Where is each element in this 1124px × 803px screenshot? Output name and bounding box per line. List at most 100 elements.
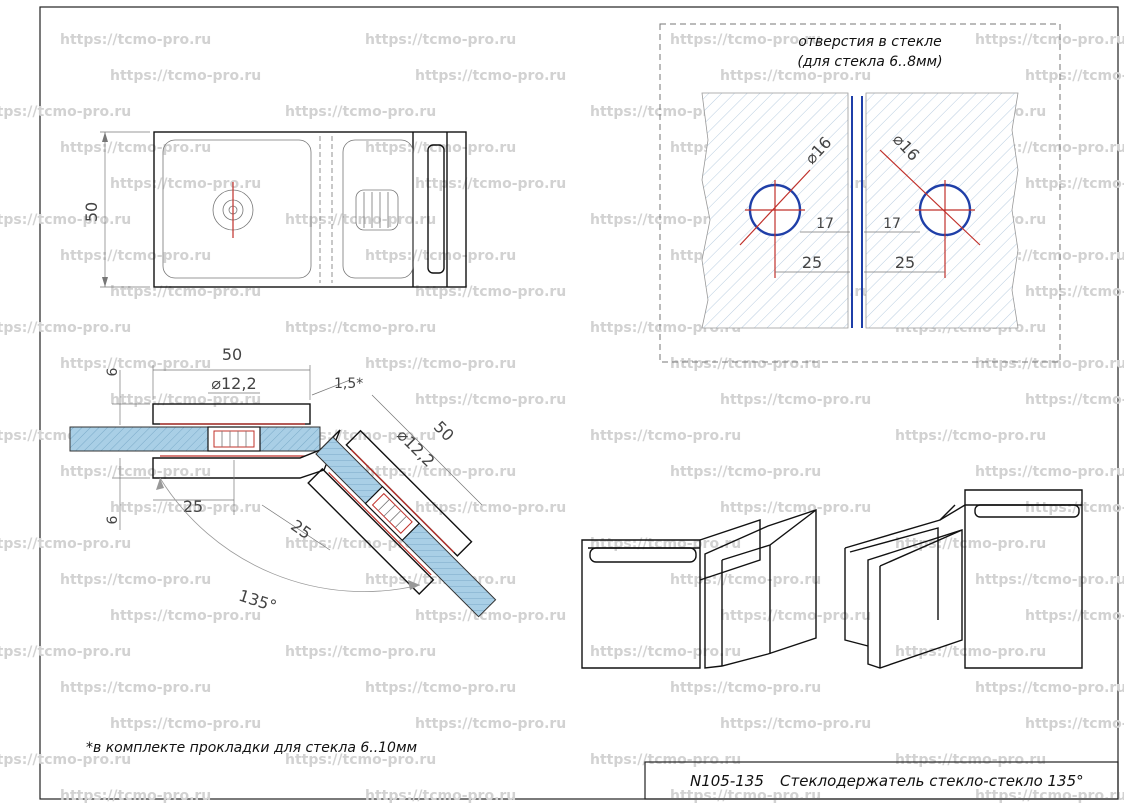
watermark-text: https://tcmo-pro.ru — [975, 680, 1124, 696]
left-offset-17: 17 — [816, 216, 834, 232]
watermark-text: https://tcmo-pro.ru — [365, 464, 516, 480]
watermark-text: https://tcmo-pro.ru — [720, 68, 871, 84]
watermark-text: https://tcmo-pro.ru — [1025, 608, 1124, 624]
watermark-text: https://tcmo-pro.ru — [975, 356, 1124, 372]
watermark-text: https://tcmo-pro.ru — [1025, 68, 1124, 84]
watermark-text: https://tcmo-pro.ru — [60, 464, 211, 480]
side-dim-6-top: 6 — [105, 367, 121, 376]
watermark-text: https://tcmo-pro.ru — [1025, 176, 1124, 192]
watermark-text: https://tcmo-pro.ru — [60, 788, 211, 803]
side-dim-6-bottom: 6 — [105, 515, 121, 524]
watermark-text: https://tcmo-pro.ru — [110, 284, 261, 300]
watermark-text: https://tcmo-pro.ru — [1025, 716, 1124, 732]
watermark-text: https://tcmo-pro.ru — [415, 392, 566, 408]
product-name: Стеклодержатель стекло-стекло 135° — [780, 772, 1084, 790]
watermark-text: https://tcmo-pro.ru — [590, 212, 741, 228]
watermark-text: https://tcmo-pro.ru — [285, 644, 436, 660]
watermark-text: https://tcmo-pro.ru — [60, 572, 211, 588]
watermark-text: https://tcmo-pro.ru — [1025, 392, 1124, 408]
watermark-text: https://tcmo-pro.ru — [110, 716, 261, 732]
side-dim-25-left: 25 — [183, 497, 203, 516]
watermark-text: https://tcmo-pro.ru — [975, 464, 1124, 480]
watermark-text: https://tcmo-pro.ru — [415, 608, 566, 624]
watermark-text: https://tcmo-pro.ru — [975, 32, 1124, 48]
side-dia-left: ⌀12,2 — [211, 374, 256, 393]
watermark-text: https://tcmo-pro.ru — [60, 248, 211, 264]
right-offset-17: 17 — [883, 216, 901, 232]
top-view: 50 — [82, 131, 467, 288]
watermark-text: https://tcmo-pro.ru — [720, 500, 871, 516]
watermark-text: https://tcmo-pro.ru — [590, 644, 741, 660]
watermark-text: https://tcmo-pro.ru — [1025, 500, 1124, 516]
watermark-text: https://tcmo-pro.ru — [110, 608, 261, 624]
watermark-text: https://tcmo-pro.ru — [895, 752, 1046, 768]
watermark-text: https://tcmo-pro.ru — [720, 392, 871, 408]
watermark-text: https://tcmo-pro.ru — [285, 104, 436, 120]
watermark-text: https://tcmo-pro.ru — [285, 428, 436, 444]
watermark-text: https://tcmo-pro.ru — [895, 428, 1046, 444]
watermark-text: https://tcmo-pro.ru — [365, 140, 516, 156]
watermark-text: https://tcmo-pro.ru — [0, 212, 131, 228]
watermark-text: https://tcmo-pro.ru — [670, 680, 821, 696]
title-block: N105-135 Стеклодержатель стекло-стекло 1… — [644, 761, 1119, 800]
drawing-frame — [39, 6, 1119, 800]
watermark-text: https://tcmo-pro.ru — [670, 788, 821, 803]
watermark-text: https://tcmo-pro.ru — [590, 536, 741, 552]
iso-view-left — [581, 509, 817, 669]
watermark-text: https://tcmo-pro.ru — [285, 320, 436, 336]
left-glass-section — [69, 426, 321, 452]
watermark-text: https://tcmo-pro.ru — [590, 104, 741, 120]
side-dim-50-left: 50 — [222, 345, 242, 364]
watermark-text: https://tcmo-pro.ru — [60, 32, 211, 48]
watermark-text: https://tcmo-pro.ru — [0, 104, 131, 120]
watermark-text: https://tcmo-pro.ru — [60, 140, 211, 156]
iso-view-right — [844, 489, 1083, 669]
watermark-text: https://tcmo-pro.ru — [365, 356, 516, 372]
watermark-text: https://tcmo-pro.ru — [110, 68, 261, 84]
watermark-text: https://tcmo-pro.ru — [0, 320, 131, 336]
watermark-layer: https://tcmo-pro.ru https://tcmo-pro.ru ht… — [0, 32, 1124, 803]
watermark-text: https://tcmo-pro.ru — [60, 680, 211, 696]
watermark-text: https://tcmo-pro.ru — [670, 464, 821, 480]
watermark-text: https://tcmo-pro.ru — [415, 716, 566, 732]
left-bolt-icon — [212, 182, 254, 238]
watermark-text: https://tcmo-pro.ru — [415, 500, 566, 516]
watermark-text: https://tcmo-pro.ru — [670, 356, 821, 372]
watermark-text: https://tcmo-pro.ru — [415, 176, 566, 192]
watermark-text: https://tcmo-pro.ru — [720, 716, 871, 732]
side-section-view: 50 ⌀12,2 6 6 1,5* 50 ⌀12,2 25 25 135° — [69, 345, 497, 618]
watermark-text: https://tcmo-pro.ru — [590, 428, 741, 444]
watermark-text: https://tcmo-pro.ru — [0, 752, 131, 768]
watermark-text: https://tcmo-pro.ru — [0, 644, 131, 660]
watermark-text: https://tcmo-pro.ru — [720, 608, 871, 624]
watermark-text: https://tcmo-pro.ru — [365, 788, 516, 803]
watermark-text: https://tcmo-pro.ru — [110, 392, 261, 408]
holes-title-line2: (для стекла 6..8мм) — [797, 54, 942, 70]
watermark-text: https://tcmo-pro.ru — [365, 248, 516, 264]
watermark-text: https://tcmo-pro.ru — [975, 572, 1124, 588]
watermark-text: https://tcmo-pro.ru — [285, 536, 436, 552]
watermark-text: https://tcmo-pro.ru — [590, 752, 741, 768]
left-offset-25: 25 — [802, 253, 822, 272]
holes-title-line1: отверстия в стекле — [798, 34, 941, 50]
watermark-text: https://tcmo-pro.ru — [285, 752, 436, 768]
watermark-text: https://tcmo-pro.ru — [110, 500, 261, 516]
top-view-height-dim: 50 — [82, 202, 101, 222]
product-code: N105-135 — [690, 772, 764, 790]
right-offset-25: 25 — [895, 253, 915, 272]
watermark-text: https://tcmo-pro.ru — [895, 644, 1046, 660]
watermark-text: https://tcmo-pro.ru — [110, 176, 261, 192]
side-angle-small: 1,5* — [334, 376, 363, 392]
watermark-text: https://tcmo-pro.ru — [415, 284, 566, 300]
right-bolt-icon — [355, 189, 399, 231]
footnote: *в комплекте прокладки для стекла 6..10м… — [86, 740, 418, 756]
watermark-text: https://tcmo-pro.ru — [975, 788, 1124, 803]
watermark-text: https://tcmo-pro.ru — [60, 356, 211, 372]
watermark-text: https://tcmo-pro.ru — [670, 572, 821, 588]
watermark-text: https://tcmo-pro.ru — [0, 536, 131, 552]
watermark-text: https://tcmo-pro.ru — [1025, 284, 1124, 300]
glass-holes-panel: отверстия в стекле (для стекла 6..8мм) ⌀… — [659, 23, 1061, 363]
watermark-text: https://tcmo-pro.ru — [415, 68, 566, 84]
watermark-text: https://tcmo-pro.ru — [285, 212, 436, 228]
